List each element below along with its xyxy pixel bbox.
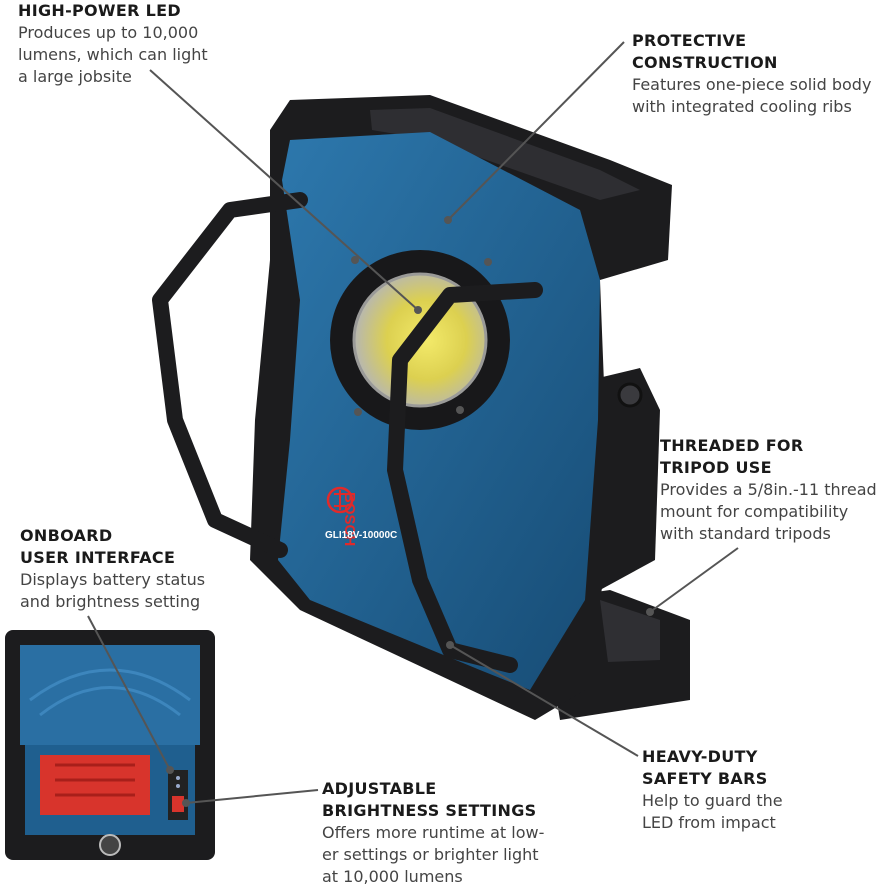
left-safety-bar [152,192,308,558]
callout-brightness: ADJUSTABLE BRIGHTNESS SETTINGS Offers mo… [322,778,622,888]
callout-title: HIGH-POWER LED [18,1,181,20]
callout-title: ONBOARD USER INTERFACE [20,526,176,567]
callout-protective-construction: PROTECTIVE CONSTRUCTION Features one-pie… [632,30,886,118]
callout-desc: Offers more runtime at low- er settings … [322,823,545,886]
callout-tripod: THREADED FOR TRIPOD USE Provides a 5/8in… [660,435,886,545]
callout-desc: Provides a 5/8in.-11 thread mount for co… [660,480,877,543]
callout-desc: Help to guard the LED from impact [642,791,783,832]
callout-title: PROTECTIVE CONSTRUCTION [632,31,778,72]
tripod-thread-socket [617,382,643,408]
top-handle [370,108,640,200]
callout-desc: Features one-piece solid body with integ… [632,75,872,116]
right-safety-bar [387,282,543,673]
callout-desc: Produces up to 10,000 lumens, which can … [18,23,208,86]
callout-desc: Displays battery status and brightness s… [20,570,206,611]
callout-title: ADJUSTABLE BRIGHTNESS SETTINGS [322,779,537,820]
leader-lines [87,41,739,804]
model-label: GLI18V-10000C [325,530,398,541]
callout-user-interface: ONBOARD USER INTERFACE Displays battery … [20,525,240,613]
callout-title: HEAVY-DUTY SAFETY BARS [642,747,768,788]
rear-view [5,630,215,860]
bosch-logo-icon [326,486,354,514]
callout-safety-bars: HEAVY-DUTY SAFETY BARS Help to guard the… [642,746,882,834]
callout-title: THREADED FOR TRIPOD USE [660,436,804,477]
callout-high-power-led: HIGH-POWER LED Produces up to 10,000 lum… [18,0,248,88]
